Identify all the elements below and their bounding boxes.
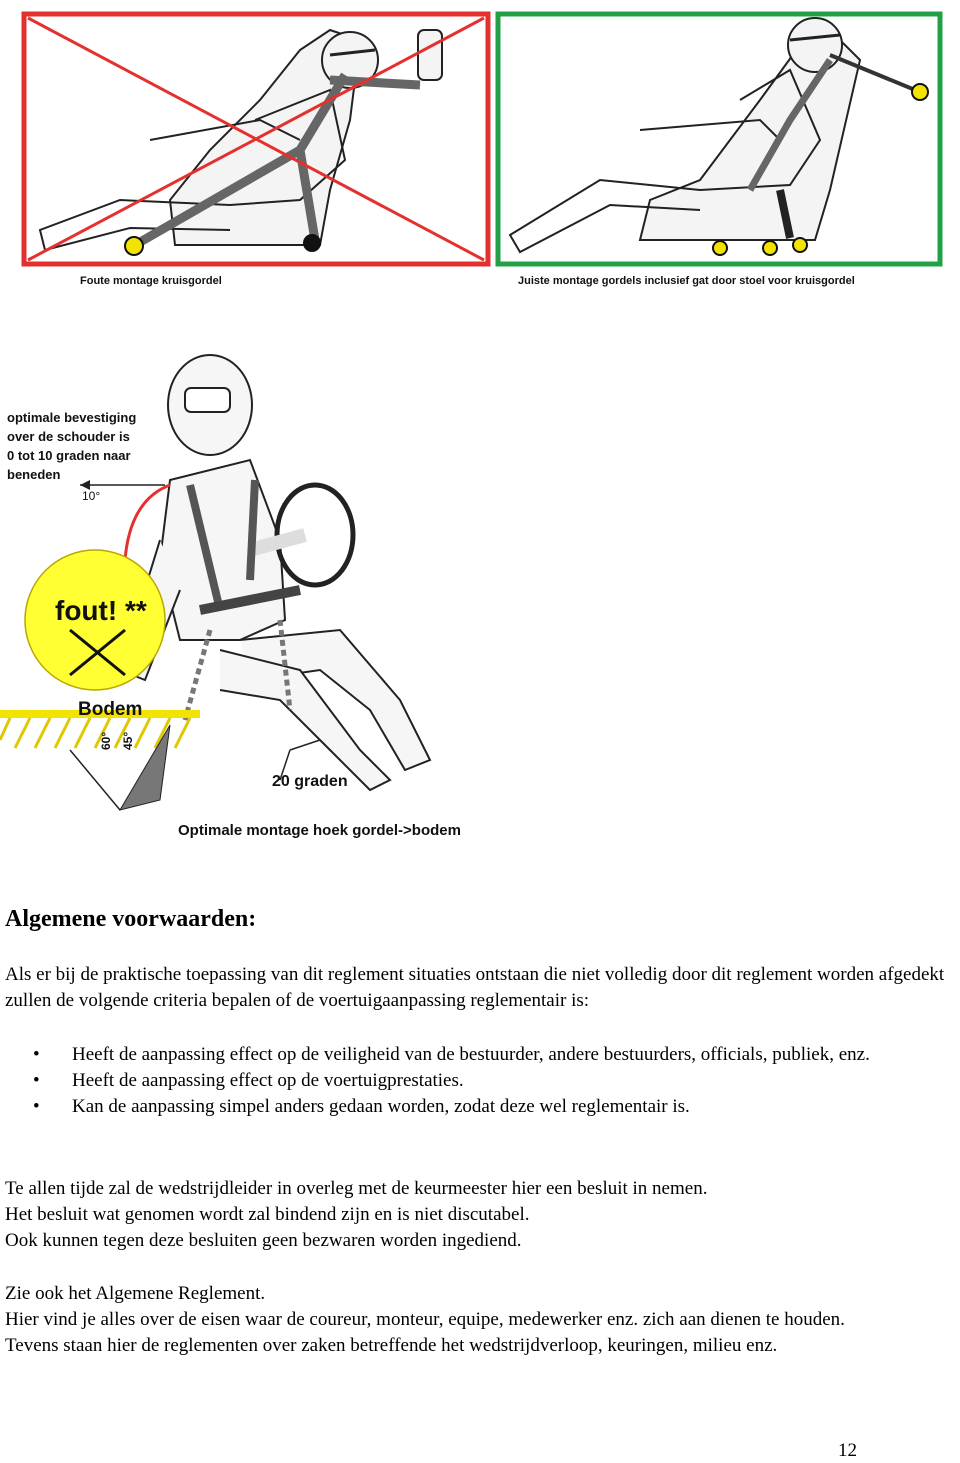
shoulder-note-line-2: over de schouder is bbox=[7, 429, 130, 444]
reference-line: Zie ook het Algemene Reglement. bbox=[5, 1283, 266, 1304]
decision-paragraph: Te allen tijde zal de wedstrijdleider in… bbox=[5, 1176, 945, 1254]
bodem-label: Bodem bbox=[78, 699, 142, 720]
reference-line: Tevens staan hier de reglementen over za… bbox=[5, 1335, 778, 1356]
criteria-list: Heeft de aanpassing effect op de veiligh… bbox=[5, 1042, 945, 1120]
mounting-angle-figure: optimale bevestiging over de schouder is… bbox=[0, 354, 461, 839]
wrong-caption: Foute montage kruisgordel bbox=[80, 275, 222, 287]
decision-line: Te allen tijde zal de wedstrijdleider in… bbox=[5, 1178, 708, 1199]
page-number: 12 bbox=[838, 1440, 857, 1461]
fout-label: fout! ** bbox=[55, 595, 147, 626]
intro-paragraph: Als er bij de praktische toepassing van … bbox=[5, 962, 945, 1014]
reference-paragraph: Zie ook het Algemene Reglement. Hier vin… bbox=[5, 1281, 945, 1359]
criteria-list-wrapper: Heeft de aanpassing effect op de veiligh… bbox=[5, 1042, 945, 1120]
list-item: Heeft de aanpassing effect op de voertui… bbox=[5, 1068, 945, 1094]
angle-45-label: 45° bbox=[121, 732, 135, 750]
shoulder-note-line-1: optimale bevestiging bbox=[7, 410, 136, 425]
angle-60-label: 60° bbox=[99, 732, 113, 750]
angle-10-label: 10° bbox=[82, 489, 100, 503]
correct-caption: Juiste montage gordels inclusief gat doo… bbox=[518, 275, 855, 287]
decision-line: Het besluit wat genomen wordt zal binden… bbox=[5, 1204, 530, 1225]
bottom-caption: Optimale montage hoek gordel->bodem bbox=[178, 822, 461, 839]
intro-text: Als er bij de praktische toepassing van … bbox=[5, 964, 945, 1011]
shoulder-note-line-3: 0 tot 10 graden naar bbox=[7, 448, 131, 463]
seatbelt-comparison-figure: Foute montage kruisgordel Juiste montage… bbox=[21, 11, 943, 287]
graden-label: 20 graden bbox=[272, 773, 348, 790]
reference-line: Hier vind je alles over de eisen waar de… bbox=[5, 1309, 845, 1330]
decision-line: Ook kunnen tegen deze besluiten geen bez… bbox=[5, 1230, 522, 1251]
wrong-mounting-panel bbox=[21, 11, 491, 267]
shoulder-note-line-4: beneden bbox=[7, 467, 61, 482]
list-item: Kan de aanpassing simpel anders gedaan w… bbox=[5, 1094, 945, 1120]
fout-highlight bbox=[24, 549, 166, 691]
correct-mounting-panel bbox=[495, 11, 943, 267]
list-item: Heeft de aanpassing effect op de veiligh… bbox=[5, 1042, 945, 1068]
section-heading: Algemene voorwaarden: bbox=[5, 906, 257, 932]
